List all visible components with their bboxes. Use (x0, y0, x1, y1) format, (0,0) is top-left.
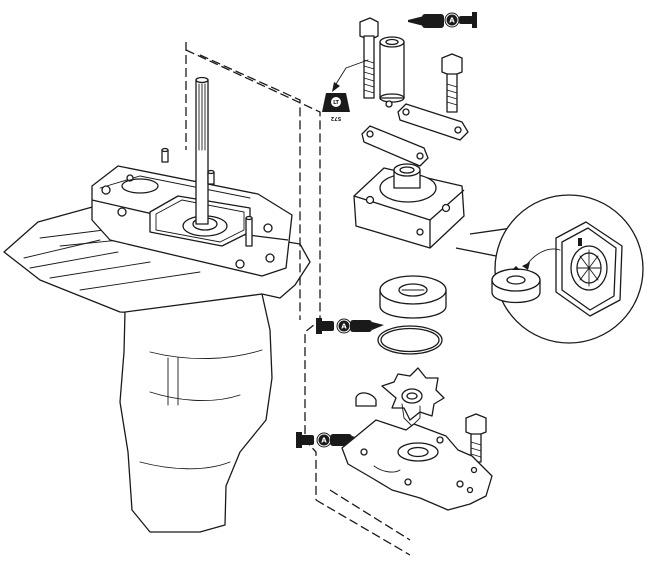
detail-callout (455, 194, 644, 344)
detail-pump-housing (555, 221, 623, 317)
drive-shaft (195, 76, 209, 225)
insert-cartridge (379, 275, 447, 319)
grease-label-top: A (449, 17, 455, 25)
sleeve (379, 36, 405, 108)
lower-unit-housing (3, 165, 311, 533)
long-bolt (359, 17, 379, 99)
o-ring (377, 325, 443, 355)
grease-label-middle: A (341, 323, 347, 331)
grease-symbol-middle: A (316, 318, 384, 334)
sealant-code-top: LT (333, 100, 339, 106)
short-bolt (441, 53, 463, 113)
cover-plate-right (397, 103, 469, 141)
dowel-pins (161, 147, 215, 185)
pump-housing (353, 163, 465, 249)
cover-plate-left (361, 125, 429, 167)
stud-bolt (245, 215, 253, 247)
grease-symbol-bottom: A (296, 432, 364, 448)
grease-label-bottom: A (321, 437, 327, 445)
detail-insert-cartridge (491, 266, 541, 304)
impeller (381, 367, 445, 427)
impeller-key (355, 392, 377, 407)
assembly-guide-lines (185, 42, 411, 556)
sealant-code-bottom: 572 (330, 115, 341, 121)
outer-plate (341, 419, 493, 511)
grease-symbol-top: A (408, 12, 477, 28)
sealant-symbol: LT 572 (322, 59, 369, 121)
